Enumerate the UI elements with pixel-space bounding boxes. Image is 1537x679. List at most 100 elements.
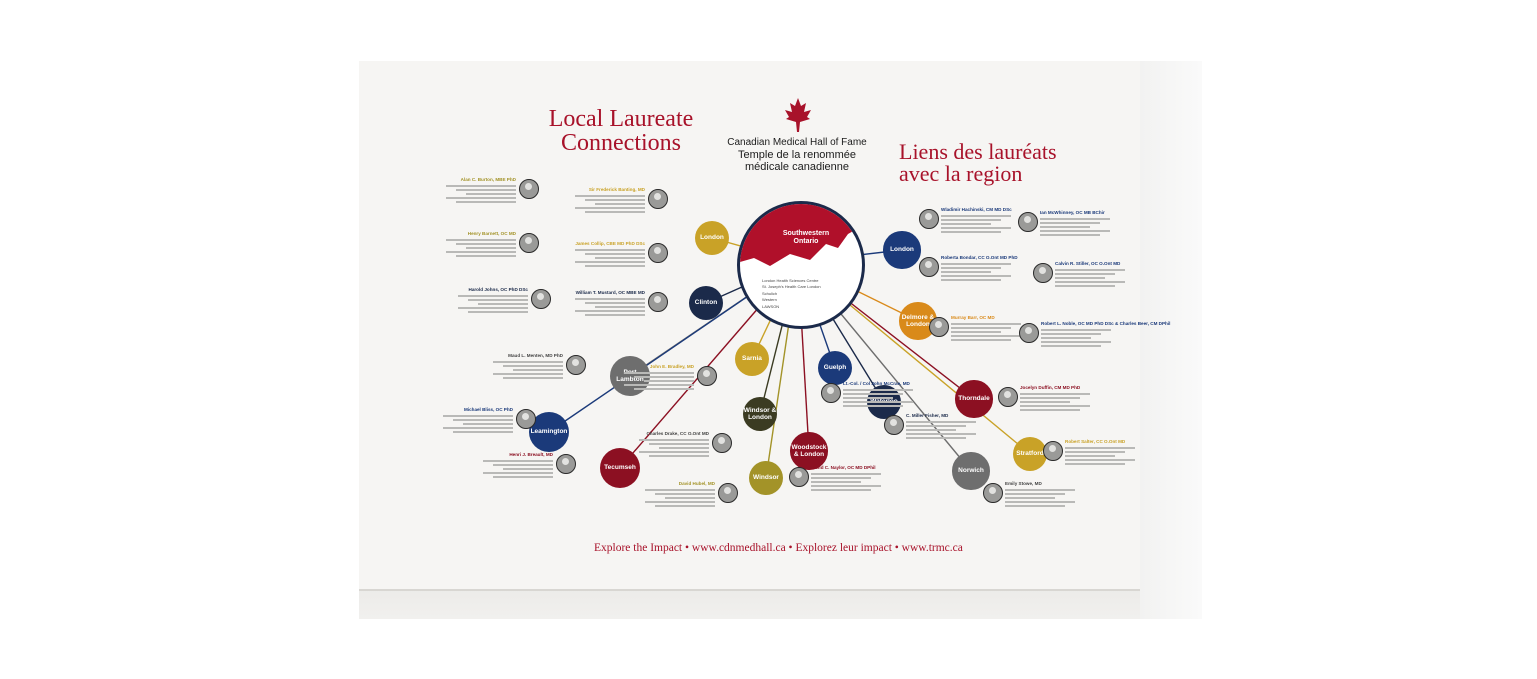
laureate-bio-line: [649, 443, 709, 445]
laureate-bio-line: [1065, 455, 1115, 457]
laureate-portrait: [712, 433, 732, 453]
laureate-bio-line: [644, 380, 694, 382]
hall-name-english: Canadian Medical Hall of Fame: [727, 137, 867, 148]
laureate-bio-line: [575, 310, 645, 312]
laureate-portrait: [1019, 323, 1039, 343]
title-english: Local Laureate Connections: [548, 106, 694, 156]
laureate-bio-line: [1065, 463, 1125, 465]
laureate-bio-line: [585, 199, 645, 201]
laureate-bio-line: [446, 239, 516, 241]
laureate-name: William T. Mustard, OC MBE MD: [575, 290, 645, 295]
hall-name-french: Temple de la renommée médicale canadienn…: [737, 148, 856, 174]
laureate-name: Emily Stowe, MD: [1005, 481, 1042, 486]
location-node: Stratford: [1012, 436, 1048, 472]
laureate-bio-line: [811, 481, 861, 483]
footer-tagline: Explore the Impact • www.cdnmedhall.ca •…: [594, 542, 963, 554]
laureate-bio-line: [1040, 222, 1100, 224]
laureate-bio-line: [906, 429, 956, 431]
laureate-bio-line: [575, 261, 645, 263]
laureate-portrait: [556, 454, 576, 474]
laureate-bio-line: [468, 299, 528, 301]
laureate-bio-line: [575, 298, 645, 300]
laureate-bio-line: [468, 311, 528, 313]
laureate-name: Sir Frederick Banting, MD: [588, 187, 645, 192]
laureate-bio-line: [634, 376, 694, 378]
laureate-name: John E. Bradley, MD: [649, 364, 694, 369]
partner-logo-schulich: Schulich: [762, 290, 778, 296]
laureate-bio-line: [595, 203, 645, 205]
laureate-bio-line: [456, 201, 516, 203]
laureate-bio-line: [624, 372, 694, 374]
laureate-portrait: [929, 317, 949, 337]
laureate-bio-line: [645, 501, 715, 503]
laureate-name: Robert L. Noble, OC MD PhD DSc & Charles…: [1041, 321, 1171, 326]
laureate-bio-line: [951, 335, 1021, 337]
laureate-bio-line: [443, 427, 513, 429]
laureate-name: Ian McWhinney, OC MB BChir: [1040, 210, 1105, 215]
laureate-bio-line: [1005, 493, 1065, 495]
partner-logos: London Health Sciences Centre St. Joseph…: [762, 278, 842, 310]
laureate-bio-line: [1041, 341, 1111, 343]
laureate-bio-line: [503, 377, 563, 379]
laureate-bio-line: [811, 477, 871, 479]
laureate-bio-line: [843, 393, 903, 395]
laureate-bio-line: [503, 365, 563, 367]
laureate-bio-line: [503, 468, 553, 470]
laureate-bio-line: [1041, 329, 1111, 331]
location-node: Norwich: [952, 452, 990, 490]
laureate-name: Jocelyn Duffin, CM MD PhD: [1020, 385, 1081, 390]
laureate-portrait: [531, 289, 551, 309]
location-node: Woodstock & London: [790, 432, 828, 470]
laureate-bio-line: [843, 405, 903, 407]
laureate-bio-line: [458, 295, 528, 297]
laureate-bio-line: [513, 369, 563, 371]
laureate-portrait: [884, 415, 904, 435]
location-node: Windsor: [748, 460, 784, 496]
laureate-name: Calvin R. Stiller, OC O.Ont MD: [1055, 261, 1121, 266]
laureate-portrait: [1043, 441, 1063, 461]
maple-leaf-logo-icon: [785, 98, 811, 132]
laureate-bio-line: [951, 339, 1011, 341]
laureate-name: Wladimir Hachinski, CM MD DSc: [941, 207, 1012, 212]
laureate-bio-line: [951, 331, 1001, 333]
ontario-map-shape: [740, 204, 862, 266]
hall-of-fame-name: Canadian Medical Hall of Fame Temple de …: [727, 137, 867, 174]
laureate-bio-line: [1055, 269, 1125, 271]
laureate-bio-line: [941, 219, 1001, 221]
laureate-bio-line: [645, 489, 715, 491]
laureate-portrait: [718, 483, 738, 503]
laureate-portrait: [821, 383, 841, 403]
partner-logo-lhsc: London Health Sciences Centre: [762, 278, 819, 283]
laureate-bio-line: [655, 505, 715, 507]
laureate-name: David C. Naylor, OC MD DPhil: [811, 465, 876, 470]
laureate-bio-line: [466, 193, 516, 195]
laureate-bio-line: [458, 307, 528, 309]
laureate-bio-line: [478, 303, 528, 305]
laureate-bio-line: [483, 460, 553, 462]
laureate-bio-line: [1040, 230, 1110, 232]
laureate-bio-line: [1040, 234, 1100, 236]
location-node: Sarnia: [734, 341, 770, 377]
laureate-bio-line: [446, 197, 516, 199]
laureate-bio-line: [1020, 401, 1070, 403]
laureate-bio-line: [941, 263, 1011, 265]
laureate-name: David Hubel, MD: [678, 481, 715, 486]
laureate-name: C. Miller Fisher, MD: [906, 413, 949, 418]
laureate-name: Roberta Bondar, CC O.Ont MD PhD: [941, 255, 1018, 260]
laureate-name: James Collip, CBE MD PhD DSc: [575, 241, 645, 246]
laureate-bio-line: [811, 489, 871, 491]
title-french: Liens des lauréats avec la region: [899, 139, 1057, 186]
laureate-bio-line: [585, 211, 645, 213]
southwestern-ontario-hub: Southwestern Ontario London Health Scien…: [737, 201, 865, 329]
laureate-portrait: [1018, 212, 1038, 232]
laureate-bio-line: [1005, 489, 1075, 491]
laureate-bio-line: [906, 421, 976, 423]
laureate-bio-line: [1020, 409, 1080, 411]
laureate-bio-line: [941, 223, 991, 225]
laureate-bio-line: [1055, 273, 1115, 275]
location-node: Tecumseh: [599, 447, 641, 489]
laureate-name: Alan C. Burton, MBE PhD: [460, 177, 516, 182]
laureate-bio-line: [493, 476, 553, 478]
hub-label: Southwestern Ontario: [782, 230, 830, 246]
laureate-portrait: [998, 387, 1018, 407]
